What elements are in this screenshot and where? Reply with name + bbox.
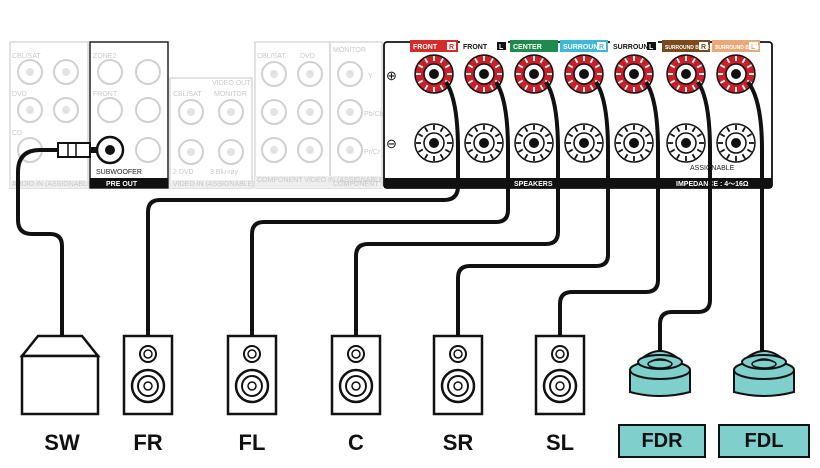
audio-in-label: AUDIO IN (ASSIGNABLE) [12,181,94,188]
negative-terminal-2[interactable] [514,123,554,163]
terminal-tag-side: R [599,44,604,51]
positive-terminal-2[interactable] [514,54,554,94]
video-in-cbl-label: CBL/SAT [173,91,202,98]
pb-label: Pb/Cb [364,111,384,118]
speakers-band-label: SPEAKERS [514,181,553,188]
dvd-label: DVD [12,91,27,98]
terminal-tag-side: L [751,44,756,51]
bookshelf-speaker-icon-1 [226,334,278,416]
negative-terminal-5[interactable] [666,123,706,163]
terminal-tag-side: L [499,44,504,51]
terminal-tag-label: SURROUND [613,44,653,51]
comp-video-out-label: COMPONENT VIDEO OUT [333,181,420,188]
negative-terminal-6[interactable] [716,123,756,163]
height-speaker-icon-fdl [733,350,795,397]
height-speaker-icon-fdr [629,350,691,397]
negative-terminal-4[interactable] [614,123,654,163]
terminal-tag-label: CENTER [513,44,542,51]
speaker-label-sw: SW [44,430,80,455]
y-label: Y [368,73,373,80]
negative-terminal-3[interactable] [564,123,604,163]
pre-out-block: ZONE2 FRONT SUBWOOFER PRE OUT [89,41,169,189]
video-out-label: VIDEO OUT [212,80,251,87]
cable-c [354,80,560,336]
impedance-label: IMPEDANCE : 4～16Ω [676,181,749,188]
speaker-label-fdr: FDR [618,424,706,458]
terminals [414,54,756,163]
speakers [19,334,795,416]
bluray-label: 3 Blu-ray [210,169,239,176]
front-preout-label: FRONT [93,91,118,98]
positive-terminal-4[interactable] [614,54,654,94]
zone2-label: ZONE2 [93,53,116,60]
terminal-tag-label: SURROUND [563,44,603,51]
terminal-tag-side: L [649,44,654,51]
terminal-tag-label: FRONT [463,44,488,51]
speaker-label-sl: SL [545,430,575,455]
subwoofer-icon [19,334,101,416]
cd-label: CD [12,130,22,137]
speaker-label-fdl: FDL [718,424,810,458]
assignable-label: ASSIGNABLE [690,165,735,172]
monitor-label: MONITOR [214,91,247,98]
terminal-tag-2: CENTER [510,40,558,52]
speaker-label-fl: FL [238,430,266,455]
speaker-label-c: C [348,430,364,455]
terminal-tag-label: SURROUND BACK [715,45,760,51]
cable-sl [558,80,660,336]
cable-fl [250,80,510,336]
positive-terminal-3[interactable] [564,54,604,94]
terminal-tag-1: FRONT L [460,40,508,52]
positive-terminal-6[interactable] [716,54,756,94]
speaker-label-sr: SR [442,430,474,455]
bookshelf-speaker-icon-3 [432,334,484,416]
speaker-label-fr: FR [133,430,163,455]
comp-video-in-label: COMPONENT VIDEO IN (ASSIGNABLE) [257,177,386,184]
cable-fdr [658,80,712,352]
terminal-tag-side: R [449,44,454,51]
terminal-tag-label: SURROUND BACK [665,45,710,51]
pre-out-label: PRE OUT [106,181,138,188]
bookshelf-speaker-icon-0 [122,334,174,416]
comp-dvd-label: DVD [300,53,315,60]
negative-terminal-1[interactable] [464,123,504,163]
cable-sw [16,148,92,336]
cbl-sat-label: CBL/SAT [12,53,41,60]
faded-input-panel: CBL/SAT DVD CD AUDIO IN (ASSIGNABLE) CBL… [9,41,420,189]
positive-terminal-0[interactable] [414,54,454,94]
comp-cbl-label: CBL/SAT [257,53,286,60]
cable-fr [146,80,460,336]
cable-fdl [746,80,764,352]
terminal-tag-label: FRONT [413,44,438,51]
minus-symbol: ⊖ [386,136,397,151]
video-in-label: VIDEO IN (ASSIGNABLE) [173,181,255,188]
positive-terminal-5[interactable] [666,54,706,94]
comp-monitor-label: MONITOR [333,47,366,54]
bookshelf-speaker-icon-4 [534,334,586,416]
cable-sr [456,80,610,336]
rca-plug-icon [57,142,98,158]
plus-symbol: ⊕ [386,68,397,83]
subwoofer-label: SUBWOOFER [96,169,142,176]
pr-label: Pr/Cr [364,149,381,156]
dvd2-label: 2 DVD [173,169,194,176]
negative-terminal-0[interactable] [414,123,454,163]
cables [16,80,764,352]
bookshelf-speaker-icon-2 [330,334,382,416]
terminal-tag-side: R [701,44,706,51]
terminal-tag-0: FRONT R [410,40,458,52]
positive-terminal-1[interactable] [464,54,504,94]
